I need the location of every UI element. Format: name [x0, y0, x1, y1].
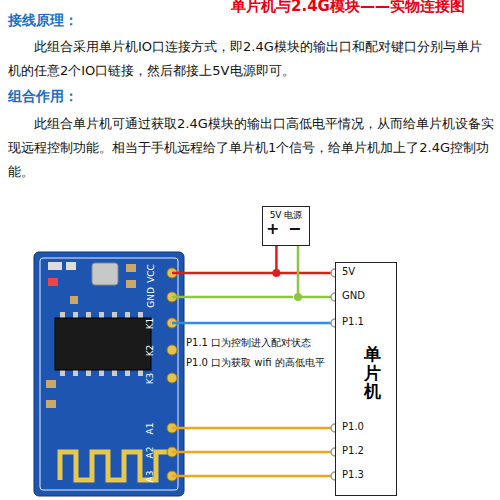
- board-silk: [40, 258, 178, 490]
- junction-dot: [272, 269, 280, 277]
- note: P1.1 口为控制进入配对状态: [186, 336, 331, 350]
- capacitor: [126, 264, 136, 272]
- wire: [172, 475, 335, 478]
- mcu-pin-name: P1.1: [342, 316, 364, 327]
- pcb-board: [34, 252, 184, 496]
- capacitor: [70, 296, 78, 304]
- wire: [172, 296, 293, 299]
- capacitor: [126, 280, 136, 288]
- pin-hole: [167, 345, 177, 355]
- polarity-sign: +: [266, 219, 279, 238]
- module-pin-name: A1: [146, 422, 155, 434]
- module-pin-name: GND: [146, 287, 155, 308]
- capacitor: [46, 400, 56, 408]
- pin-holes: [167, 268, 177, 481]
- note: P1.0 口为获取 wifi 的高低电平: [186, 356, 331, 370]
- paragraph: 此组合采用单片机IO口连接方式，即2.4G模块的输出口和配对键口分别与单片机的任…: [8, 35, 494, 83]
- wire: [172, 322, 335, 325]
- resistor: [66, 262, 76, 270]
- polarity-sign: −: [288, 219, 301, 238]
- mcu-label: 单片机: [364, 345, 381, 401]
- module-pin-name: VCC: [146, 264, 155, 283]
- section-heading: 组合作用：: [8, 88, 78, 106]
- mcu-pin-name: 5V: [342, 266, 355, 277]
- wire: [172, 427, 335, 430]
- led: [48, 278, 58, 286]
- module-pin-name: K1: [146, 317, 155, 329]
- title: 单片机与2.4G模块——实物连接图: [200, 0, 496, 16]
- wire: [172, 451, 335, 454]
- pin-hole: [167, 373, 177, 383]
- mcu-pin-name: GND: [342, 290, 365, 301]
- led: [48, 262, 62, 270]
- paragraph: 此组合单片机可通过获取2.4G模块的输出口高低电平情况，从而给单片机设备实现远程…: [8, 112, 494, 184]
- power-wire: [298, 246, 335, 297]
- section-heading: 接线原理：: [8, 12, 78, 30]
- mcu-pin-name: P1.3: [342, 469, 364, 480]
- module-pin-name: A3: [146, 470, 155, 482]
- module-pin-name: K3: [146, 372, 155, 384]
- mcu-pin-name: P1.0: [342, 421, 364, 432]
- wire: [172, 272, 275, 275]
- module-wires: [172, 273, 339, 480]
- junction-dot: [294, 293, 302, 301]
- mcu-pin-name: P1.2: [342, 445, 364, 456]
- chip: [55, 318, 151, 370]
- module-pin-name: A2: [146, 446, 155, 458]
- module-pin-name: K2: [146, 344, 155, 356]
- capacitor: [46, 380, 56, 388]
- crystal: [92, 263, 118, 285]
- power-wire: [276, 246, 335, 273]
